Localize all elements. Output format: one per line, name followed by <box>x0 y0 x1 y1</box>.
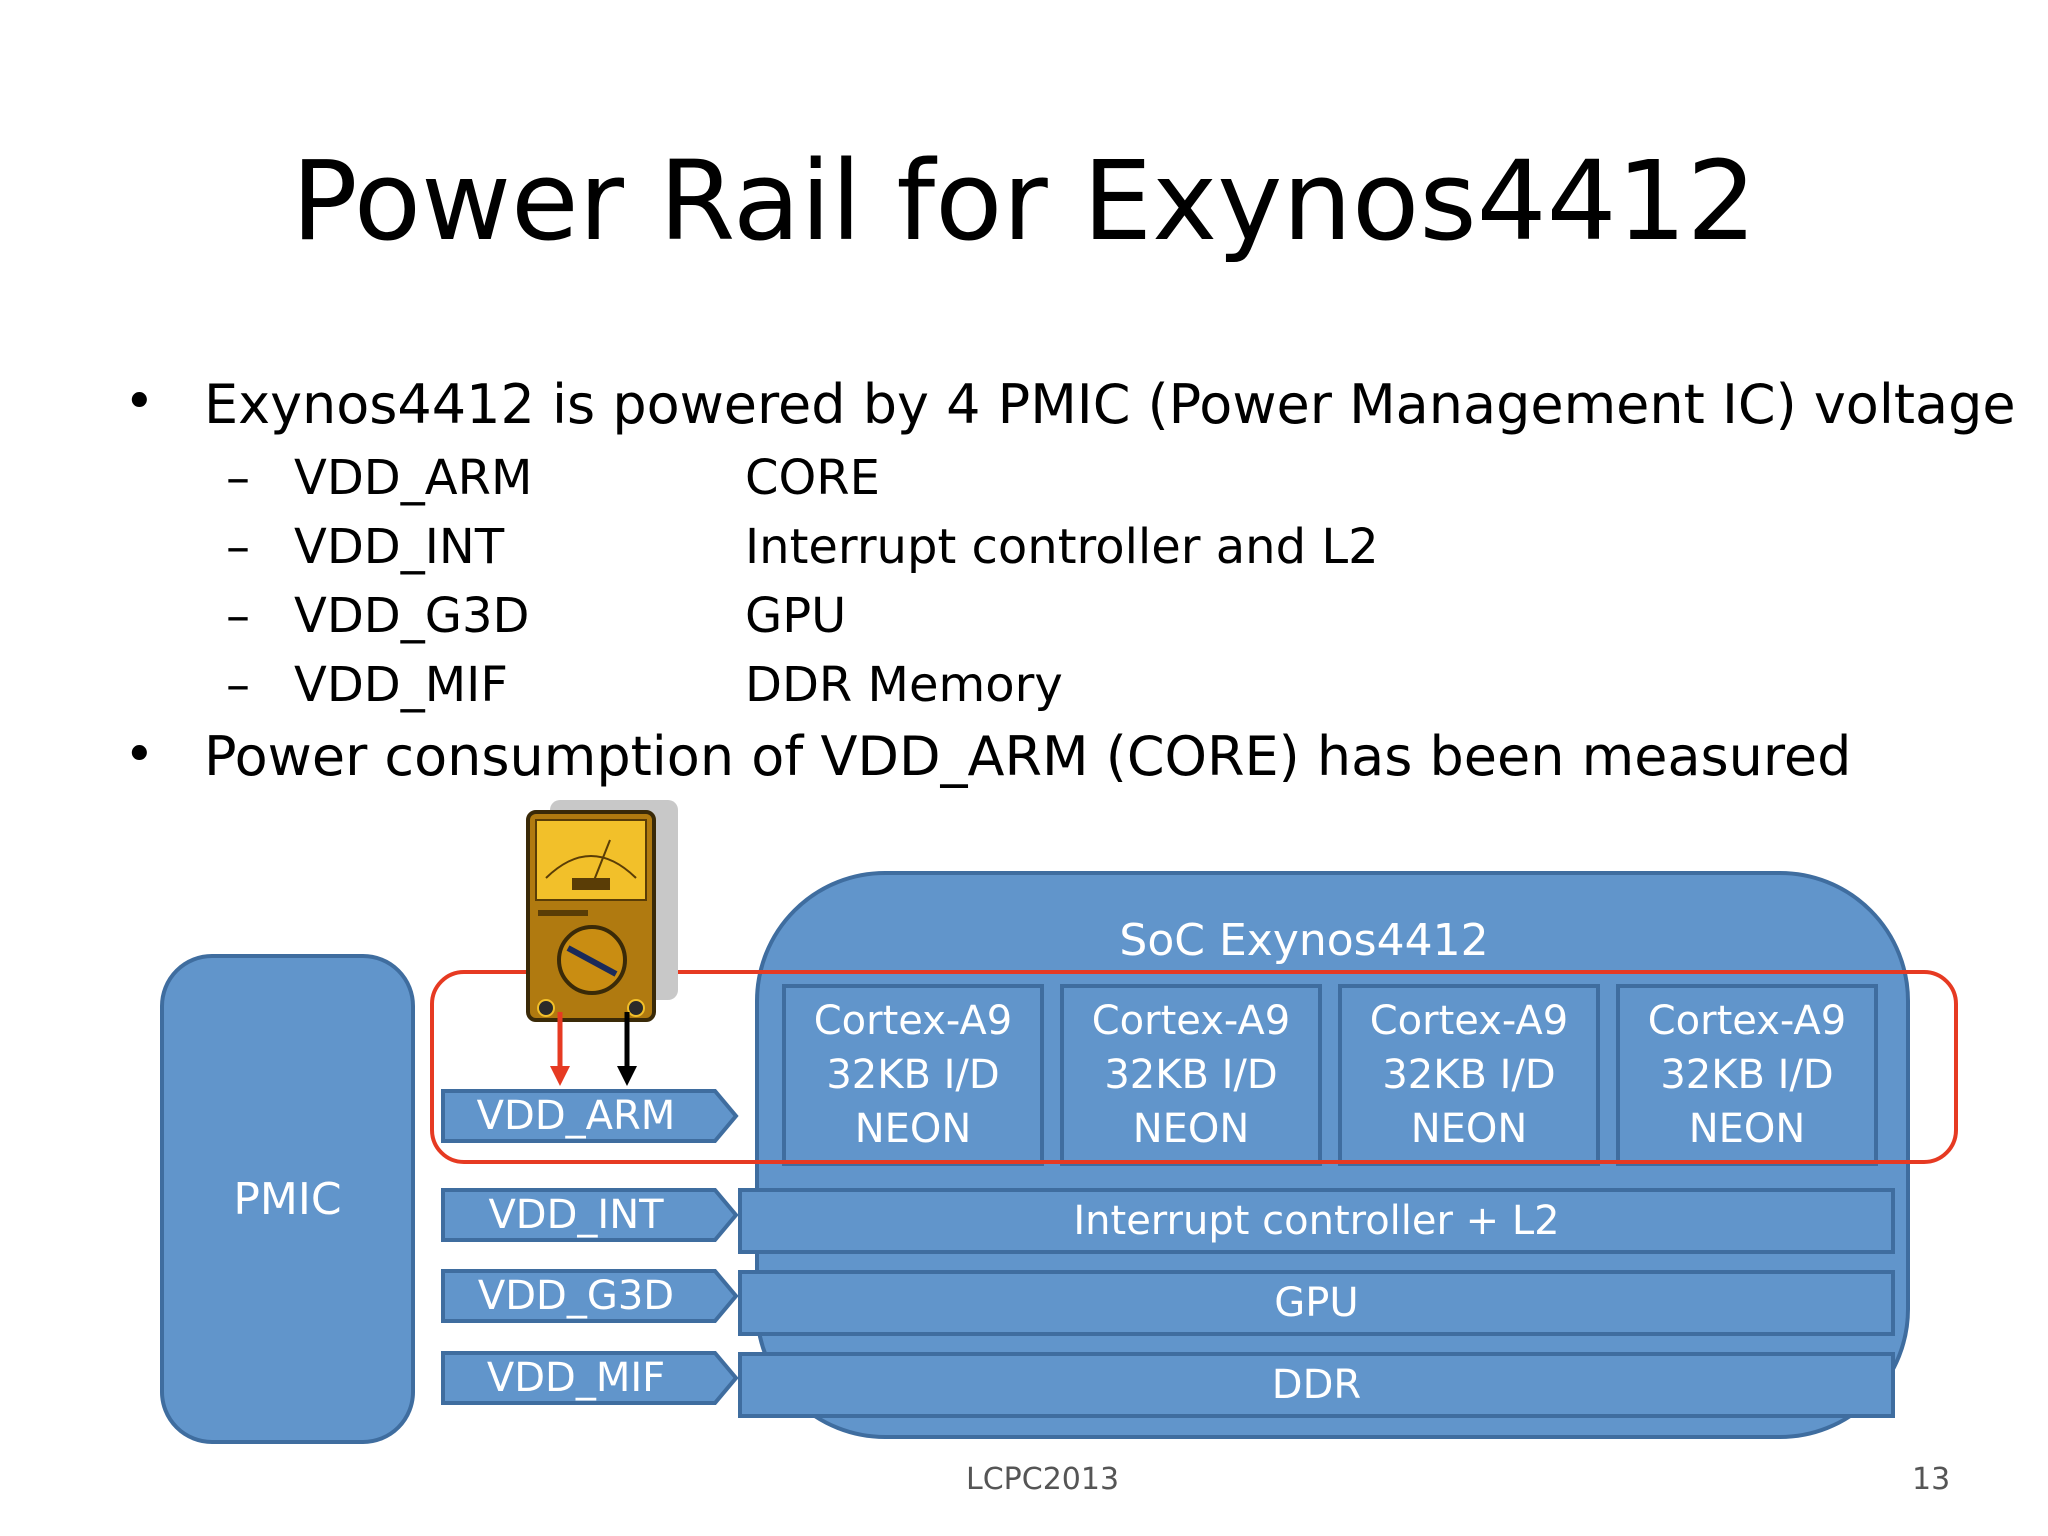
core-cache: 32KB I/D <box>1382 1052 1556 1098</box>
interrupt-l2-bar: Interrupt controller + L2 <box>738 1188 1895 1254</box>
rail-name-mif: VDD_MIF <box>294 657 508 713</box>
probe-positive <box>550 1012 570 1086</box>
core-block: Cortex-A9 32KB I/D NEON <box>1060 984 1322 1166</box>
bullet-text-pmic: Exynos4412 is powered by 4 PMIC (Power M… <box>204 373 2016 436</box>
rail-label: VDD_G3D <box>477 1273 675 1319</box>
probe-negative <box>617 1012 637 1086</box>
sub-dash: – <box>226 588 250 644</box>
core-name: Cortex-A9 <box>813 998 1013 1044</box>
sub-dash: – <box>226 519 250 575</box>
measured-rail-highlight <box>430 970 1958 1164</box>
rail-arrow-shape <box>441 1351 739 1405</box>
pmic-block: PMIC <box>160 954 415 1444</box>
footer-conference: LCPC2013 <box>966 1462 1120 1497</box>
core-cache: 32KB I/D <box>1104 1052 1278 1098</box>
rail-desc-arm: CORE <box>745 450 880 506</box>
rail-name-arm: VDD_ARM <box>294 450 533 506</box>
sub-dash: – <box>226 450 250 506</box>
rail-arrow-mif: VDD_MIF <box>440 1350 740 1406</box>
bar-label: GPU <box>1274 1280 1359 1326</box>
rail-arrow-g3d: VDD_G3D <box>440 1268 740 1324</box>
core-cache: 32KB I/D <box>1660 1052 1834 1098</box>
core-name: Cortex-A9 <box>1647 998 1847 1044</box>
core-neon: NEON <box>854 1106 972 1152</box>
core-neon: NEON <box>1132 1106 1250 1152</box>
rail-desc-g3d: GPU <box>745 588 847 644</box>
core-name: Cortex-A9 <box>1369 998 1569 1044</box>
slide-title: Power Rail for Exynos4412 <box>291 137 1757 265</box>
multimeter-icon <box>526 800 678 1022</box>
bullet-text-measured: Power consumption of VDD_ARM (CORE) has … <box>204 725 1852 788</box>
rail-label: VDD_INT <box>488 1192 664 1238</box>
pmic-label: PMIC <box>233 1173 342 1225</box>
rail-desc-int: Interrupt controller and L2 <box>745 519 1379 575</box>
soc-label: SoC Exynos4412 <box>1119 915 1489 966</box>
core-block: Cortex-A9 32KB I/D NEON <box>782 984 1044 1166</box>
bullet-marker: • <box>124 372 155 432</box>
rail-arrow-int: VDD_INT <box>440 1187 740 1243</box>
core-name: Cortex-A9 <box>1091 998 1291 1044</box>
core-block: Cortex-A9 32KB I/D NEON <box>1338 984 1600 1166</box>
rail-name-int: VDD_INT <box>294 519 505 575</box>
bar-label: Interrupt controller + L2 <box>1073 1198 1560 1244</box>
gpu-bar: GPU <box>738 1270 1895 1336</box>
ddr-bar: DDR <box>738 1352 1895 1418</box>
rail-name-g3d: VDD_G3D <box>294 588 530 644</box>
page-number: 13 <box>1912 1462 1951 1497</box>
rail-label: VDD_MIF <box>486 1355 666 1401</box>
rail-desc-mif: DDR Memory <box>745 657 1063 713</box>
core-neon: NEON <box>1688 1106 1806 1152</box>
core-block: Cortex-A9 32KB I/D NEON <box>1616 984 1878 1166</box>
core-neon: NEON <box>1410 1106 1528 1152</box>
core-cache: 32KB I/D <box>826 1052 1000 1098</box>
bar-label: DDR <box>1271 1362 1362 1408</box>
rail-label: VDD_ARM <box>476 1093 676 1139</box>
sub-dash: – <box>226 657 250 713</box>
rail-arrow-shape <box>441 1188 739 1242</box>
bullet-marker: • <box>124 725 155 785</box>
rail-arrow-shape <box>441 1269 739 1323</box>
